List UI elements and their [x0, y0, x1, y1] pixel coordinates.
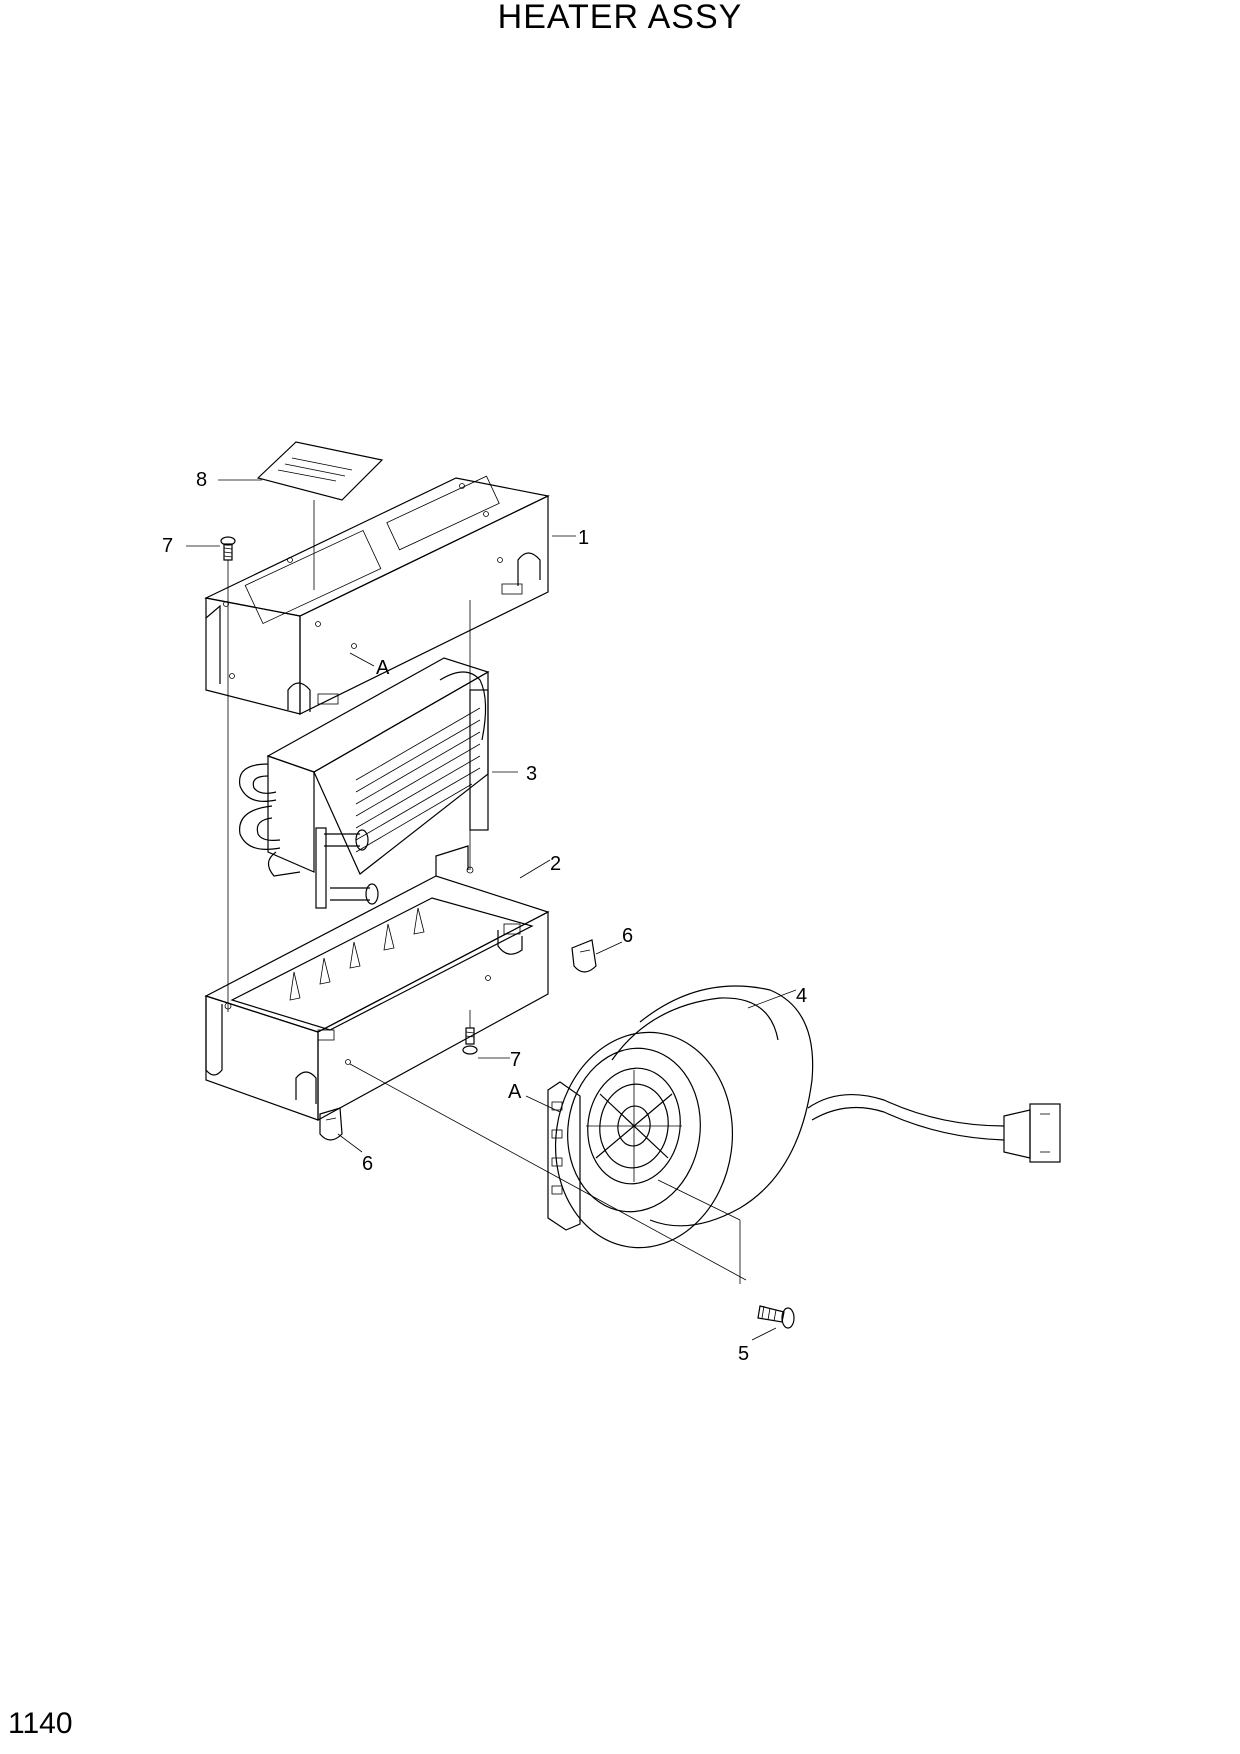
callout-8: 8: [196, 469, 207, 491]
clip-part-left: [319, 1107, 343, 1141]
callout-1: 1: [578, 527, 589, 549]
upper-case-part: [204, 475, 550, 715]
leader-lines: [186, 479, 797, 1341]
label-plate-part: [256, 441, 384, 590]
callout-5: 5: [738, 1343, 749, 1365]
clip-part-right: [571, 939, 597, 973]
page-number: 1140: [8, 1707, 73, 1740]
screw-part-lower: [462, 1027, 478, 1055]
callout-6-left: 6: [362, 1153, 373, 1175]
callout-7-upper: 7: [162, 535, 173, 557]
reference-a-upper: A: [376, 657, 390, 679]
page-title: HEATER ASSY: [497, 0, 743, 36]
lower-case-part: [204, 845, 550, 1122]
callout-7-lower: 7: [510, 1049, 521, 1071]
callout-2: 2: [550, 853, 561, 875]
callout-4: 4: [796, 985, 807, 1007]
callout-6-right: 6: [622, 925, 633, 947]
screw-part-upper: [220, 536, 236, 561]
screw-part-motor: [757, 1305, 795, 1329]
assembly-guide-line: [657, 1179, 741, 1221]
reference-a-lower: A: [508, 1081, 522, 1103]
blower-motor-part: [547, 985, 1061, 1249]
heater-core-part: [238, 657, 490, 909]
callout-3: 3: [526, 763, 537, 785]
